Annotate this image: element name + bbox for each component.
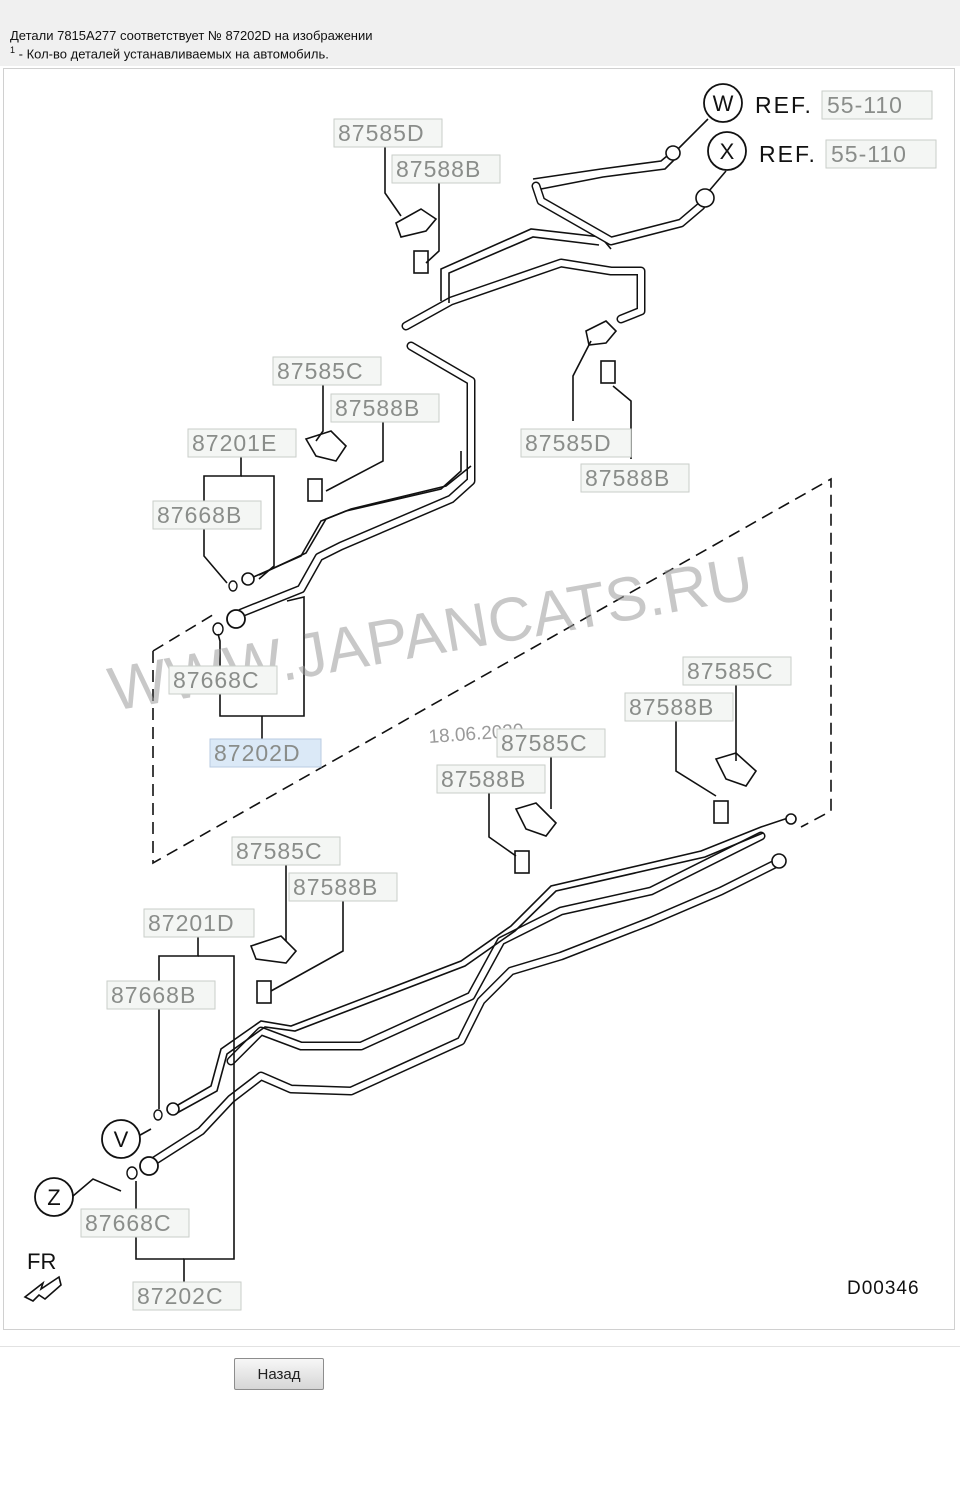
ref-w-text: REF. <box>755 92 813 118</box>
part-label-87668c-upper[interactable]: 87668C <box>173 667 260 693</box>
ref-w-letter: W <box>713 91 734 116</box>
ref-w-number: 55-110 <box>827 92 903 118</box>
upper-pipe-assembly <box>212 145 715 636</box>
part-label-87588b-top[interactable]: 87588B <box>396 156 481 182</box>
ref-x-callout: X REF. 55-110 <box>707 131 937 171</box>
part-label-87668b-upper[interactable]: 87668B <box>157 502 242 528</box>
part-label-87588b-mid[interactable]: 87588B <box>335 395 420 421</box>
part-label-87201e[interactable]: 87201E <box>192 430 277 456</box>
part-label-87202c[interactable]: 87202C <box>137 1283 224 1309</box>
part-match-text: Детали 7815A277 соответствует № 87202D н… <box>10 28 373 43</box>
part-label-87202d[interactable]: 87202D <box>214 740 301 766</box>
v-letter: V <box>114 1127 129 1152</box>
part-label-87585c-low[interactable]: 87585C <box>236 838 323 864</box>
quantity-note-text: - Кол-во деталей устанавливаемых на авто… <box>15 46 329 62</box>
back-button[interactable]: Назад <box>234 1358 324 1390</box>
v-callout: V <box>101 1119 141 1159</box>
dashed-frame <box>152 477 832 865</box>
part-label-87201d[interactable]: 87201D <box>148 910 235 936</box>
part-label-87585c-mid[interactable]: 87585C <box>277 358 364 384</box>
z-callout: Z <box>34 1177 74 1217</box>
lower-pipe-assembly <box>126 813 797 1180</box>
part-label-87585c-c2[interactable]: 87585C <box>501 730 588 756</box>
ref-x-text: REF. <box>759 141 817 167</box>
ref-x-letter: X <box>720 139 735 164</box>
quantity-note: 1 - Кол-во деталей устанавливаемых на ав… <box>10 43 960 61</box>
part-label-87588b-r2[interactable]: 87588B <box>629 694 714 720</box>
part-label-87668c-lower[interactable]: 87668C <box>85 1210 172 1236</box>
part-label-87585c-r2[interactable]: 87585C <box>687 658 774 684</box>
part-label-87588b-c2[interactable]: 87588B <box>441 766 526 792</box>
z-letter: Z <box>47 1185 60 1210</box>
front-direction-indicator: FR <box>23 1249 62 1302</box>
diagram-code: D00346 <box>847 1278 920 1299</box>
part-labels: 87585D 87588B 87585C 87588B 87201E 87668… <box>80 118 792 1311</box>
ref-w-callout: W REF. 55-110 <box>703 83 933 123</box>
part-label-87668b-lower[interactable]: 87668B <box>111 982 196 1008</box>
clamps-and-bolts <box>249 208 758 1004</box>
part-label-87588b-right[interactable]: 87588B <box>585 465 670 491</box>
parts-diagram: .box { fill: #f4f6f4; stroke: #c9cec9; s… <box>3 68 955 1330</box>
part-label-87585d-right[interactable]: 87585D <box>525 430 612 456</box>
fr-label: FR <box>27 1249 56 1274</box>
highlight-87202d <box>209 738 322 768</box>
front-arrow-icon <box>23 1275 62 1302</box>
ref-x-number: 55-110 <box>831 141 907 167</box>
page-header: Детали 7815A277 соответствует № 87202D н… <box>0 0 960 66</box>
part-label-87588b-low[interactable]: 87588B <box>293 874 378 900</box>
part-label-87585d-top[interactable]: 87585D <box>338 120 425 146</box>
footer-divider <box>0 1346 960 1347</box>
footnote-mark: 1 <box>10 45 16 55</box>
